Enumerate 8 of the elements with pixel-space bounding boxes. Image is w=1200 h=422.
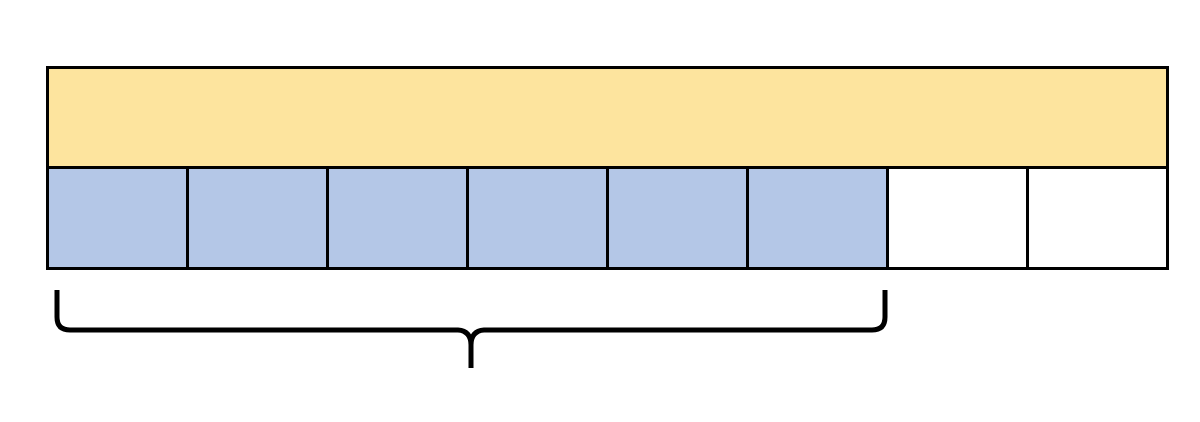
bar-segment <box>466 166 609 270</box>
whole-bar <box>46 66 1169 169</box>
bar-segment <box>746 166 889 270</box>
bar-segment <box>606 166 749 270</box>
bar-segment <box>1026 166 1169 270</box>
bar-segment <box>46 166 189 270</box>
bar-segment <box>326 166 469 270</box>
bar-segment <box>186 166 329 270</box>
